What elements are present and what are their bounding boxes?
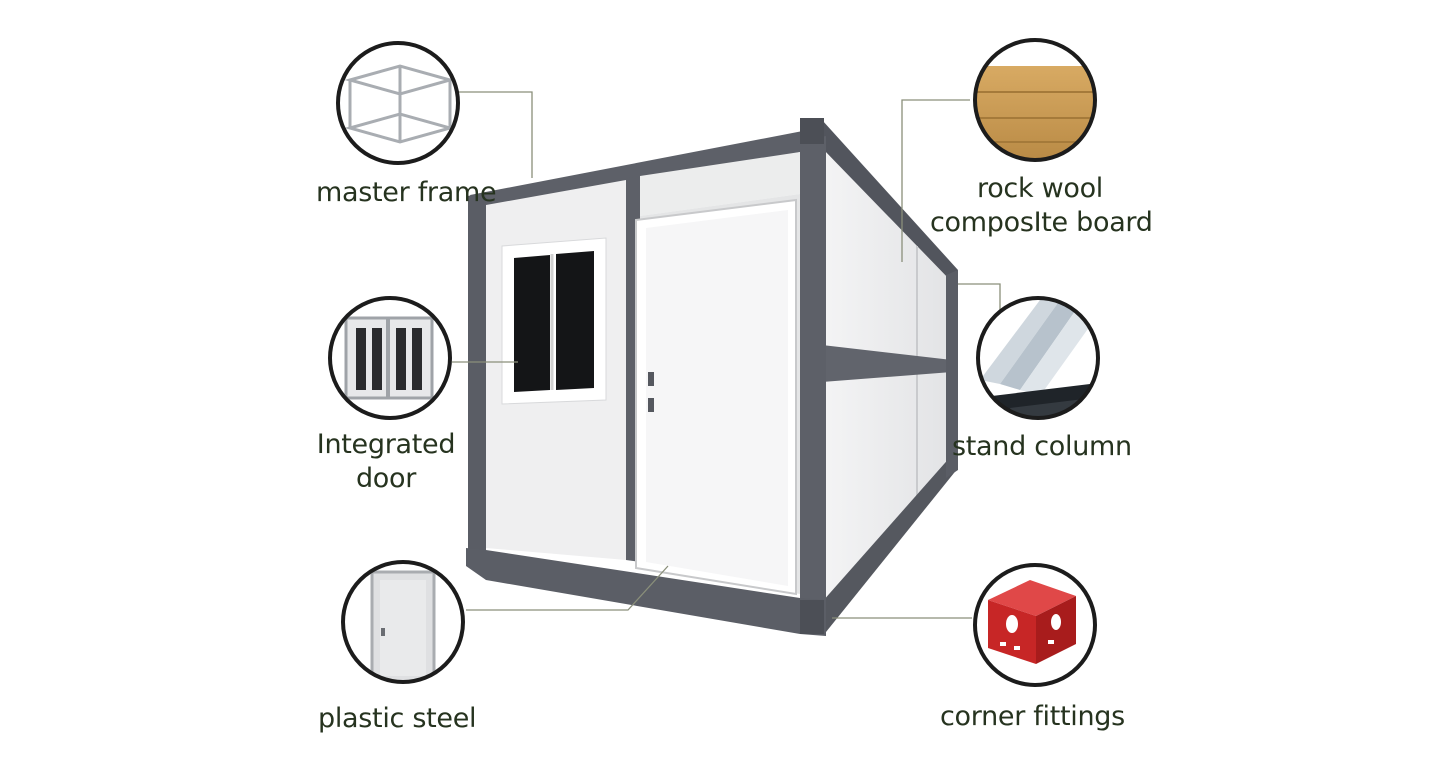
side-bottom-beam [822, 455, 958, 632]
label-rock-wool: rock wool composIte board [930, 172, 1153, 240]
door-icon [341, 560, 465, 684]
leader-master-frame [458, 91, 533, 178]
label-corner-fittings: corner fittings [940, 701, 1125, 732]
window-icon [328, 296, 452, 420]
label-plastic-steel: plastic steel [318, 703, 477, 734]
steel-column-icon [976, 296, 1100, 420]
label-stand-column: stand column [952, 431, 1132, 462]
leader-lines [452, 91, 1001, 619]
top-frame-side [808, 120, 958, 282]
front-left-column [468, 192, 486, 566]
top-frame-front [470, 130, 822, 212]
label-integrated-door-line2: door [355, 463, 417, 494]
frame-skeleton-icon [336, 41, 460, 165]
label-rock-wool-line1: rock wool [976, 173, 1103, 204]
side-middle-beam [822, 345, 952, 382]
front-corner-column [800, 136, 826, 635]
label-integrated-door: Integrated door [300, 428, 472, 496]
leader-rock-wool [901, 99, 970, 262]
leader-plastic-steel [466, 565, 669, 611]
house-window [501, 237, 607, 405]
label-integrated-door-line1: Integrated [316, 429, 456, 460]
corner-fitting-icon [973, 563, 1097, 687]
bottom-frame-front [466, 548, 826, 636]
house-door [635, 198, 797, 596]
rock-wool-board-icon [973, 38, 1097, 162]
label-master-frame: master frame [316, 177, 497, 208]
leader-stand-column [958, 283, 1001, 310]
label-rock-wool-line2: composIte board [930, 207, 1153, 238]
container-house [466, 118, 958, 636]
